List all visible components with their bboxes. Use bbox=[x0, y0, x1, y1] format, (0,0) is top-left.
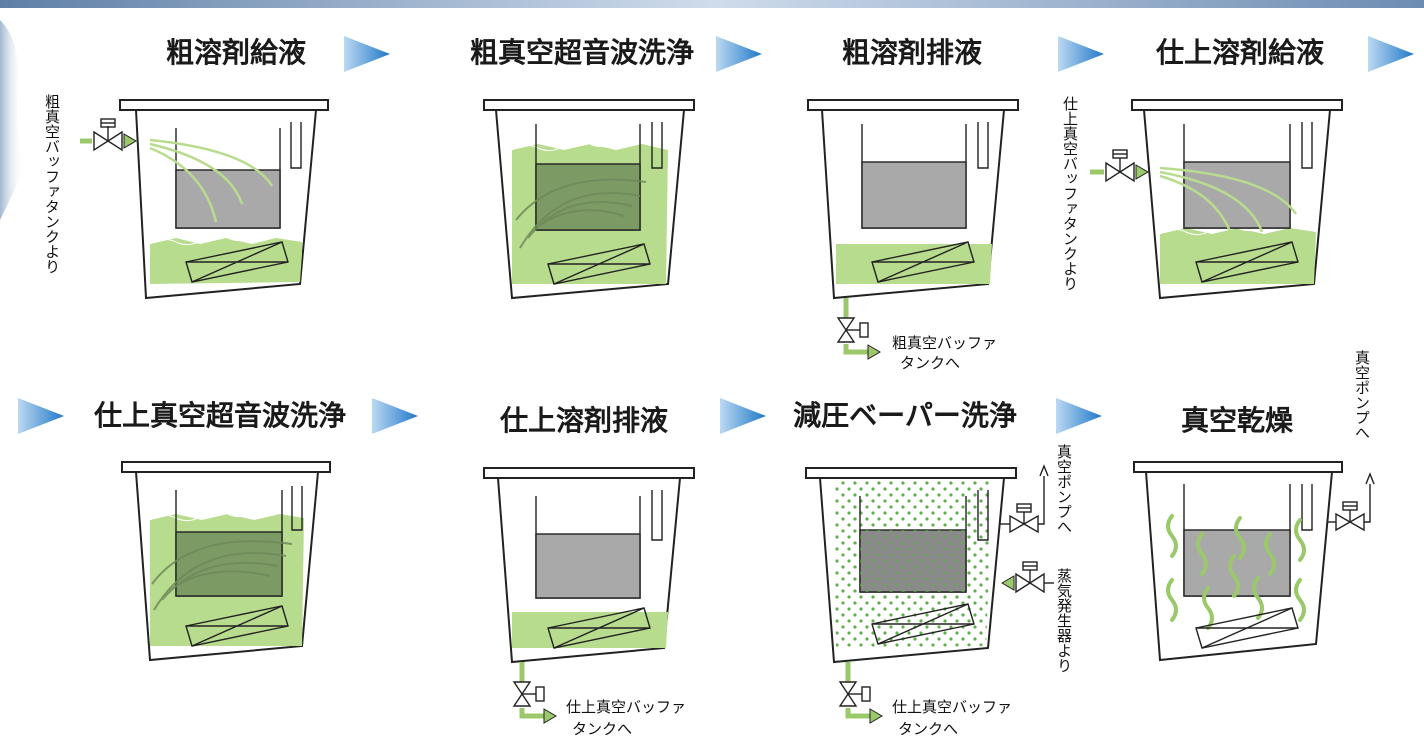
tank-1 bbox=[80, 99, 329, 300]
tank-4 bbox=[1090, 99, 1343, 300]
flow-arrow-5 bbox=[18, 398, 64, 434]
top-gradient-band bbox=[0, 0, 1424, 8]
outlet-label-6-line1: 仕上真空バッファ bbox=[566, 698, 686, 716]
step-title-2: 粗真空超音波洗浄 bbox=[470, 36, 694, 69]
outlet-label-3-line2: タンクへ bbox=[900, 354, 960, 372]
tank-2 bbox=[483, 99, 695, 300]
vacuum-label-8: 真空ポンプへ bbox=[1353, 349, 1371, 440]
step-title-3: 粗溶剤排液 bbox=[842, 36, 982, 69]
tank-5 bbox=[121, 461, 331, 662]
step-title-4: 仕上溶剤給液 bbox=[1155, 36, 1324, 69]
tank-6 bbox=[483, 467, 695, 724]
outlet-label-6-line2: タンクへ bbox=[572, 720, 632, 738]
step-title-1: 粗溶剤給液 bbox=[166, 36, 306, 69]
inlet-label-4: 仕上真空バッファタンクより bbox=[1061, 96, 1079, 291]
tank-3 bbox=[807, 99, 1019, 360]
step-title-7: 減圧ベーパー洗浄 bbox=[793, 399, 1017, 432]
flow-arrow-6 bbox=[372, 398, 418, 434]
step-title-6: 仕上溶剤排液 bbox=[499, 404, 668, 437]
steam-label-7: 蒸気発生器より bbox=[1055, 568, 1073, 673]
outlet-label-7-line1: 仕上真空バッファ bbox=[892, 698, 1012, 716]
flow-arrow-7 bbox=[720, 398, 766, 434]
vacuum-label-7: 真空ポンプへ bbox=[1055, 443, 1073, 534]
flow-arrow-3 bbox=[1058, 36, 1104, 72]
inlet-label-1: 粗真空バッファタンクより bbox=[43, 94, 61, 274]
step-title-5: 仕上真空超音波洗浄 bbox=[93, 399, 346, 432]
flow-arrow-4 bbox=[1368, 36, 1414, 72]
tank-7 bbox=[805, 464, 1054, 724]
outlet-label-3-line1: 粗真空バッファ bbox=[892, 334, 997, 352]
outlet-label-7-line2: タンクへ bbox=[898, 720, 958, 738]
flow-arrow-2 bbox=[716, 36, 762, 72]
flow-arrow-1 bbox=[344, 36, 390, 72]
left-decoration bbox=[0, 20, 24, 220]
tank-8 bbox=[1133, 461, 1375, 662]
flow-arrow-8 bbox=[1056, 398, 1102, 434]
step-title-8: 真空乾燥 bbox=[1181, 404, 1294, 437]
